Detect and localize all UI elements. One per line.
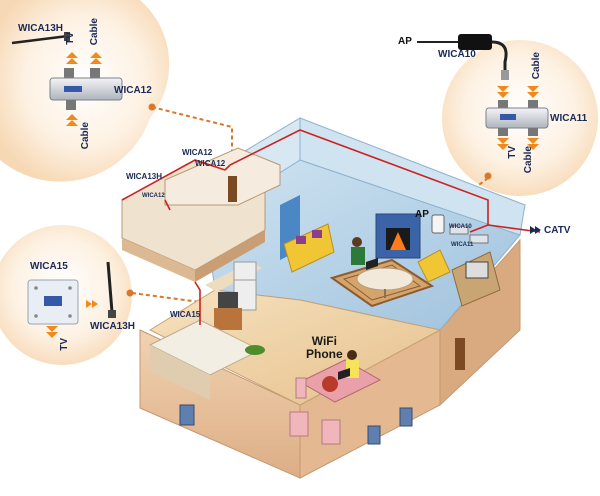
sofa-icon — [283, 223, 335, 273]
person-icon — [351, 237, 365, 265]
splitter-label: WICA11 — [550, 113, 588, 124]
tv-label: TV — [65, 32, 76, 45]
wallplate-icon — [27, 279, 79, 325]
device-label: WICA10 — [449, 224, 472, 230]
access-point-icon — [417, 34, 509, 80]
ap-label: AP — [398, 36, 412, 47]
device-label: WICA15 — [170, 310, 201, 319]
ap-label: AP — [415, 209, 429, 220]
door-icon — [228, 176, 465, 370]
tv-label: TV — [507, 146, 518, 159]
fireplace-icon — [375, 213, 421, 259]
splitter-icon — [485, 100, 549, 136]
device-label: WICA11 — [451, 242, 474, 248]
splitter-icon — [49, 68, 123, 110]
arrow-icon — [530, 226, 541, 234]
bowl-icon — [245, 345, 265, 355]
arrow-icon — [66, 52, 102, 126]
device-label: WICA12 — [142, 193, 165, 199]
antenna-icon — [106, 261, 116, 318]
adapter-label: WICA10 — [438, 49, 476, 60]
fridge-icon — [233, 261, 257, 311]
table-icon — [356, 267, 414, 298]
access-point-icon — [431, 214, 445, 234]
leader-dot — [484, 172, 492, 180]
splitter-label: WICA12 — [114, 85, 152, 96]
sofa-icon — [417, 249, 451, 283]
leader-dot — [126, 289, 134, 297]
laptop-icon — [338, 368, 350, 380]
phone-line: Phone — [306, 346, 343, 361]
wifi-phone-label: WiFi Phone — [306, 335, 343, 360]
tv-icon — [451, 251, 501, 307]
laptop-icon — [366, 258, 378, 270]
antenna-icon — [11, 32, 70, 45]
wifi-line: WiFi — [311, 334, 337, 348]
device-label: WICA13H — [126, 172, 163, 181]
window-icon — [179, 404, 413, 445]
cable-run — [121, 129, 541, 325]
splitter-icon — [449, 225, 489, 244]
leader-lines — [131, 106, 489, 303]
tv-label: TV — [59, 338, 70, 351]
wallplate-label: WICA15 — [30, 261, 68, 272]
catv-label: CATV — [544, 225, 571, 236]
cable-label: Cable — [89, 18, 100, 46]
device-label: WICA12 — [182, 148, 213, 157]
cable-label: Cable — [80, 122, 91, 150]
cable-label: Cable — [531, 52, 542, 80]
leader-dot — [148, 103, 156, 111]
antenna-label: WICA13H — [90, 321, 136, 332]
table-icon — [298, 359, 382, 403]
tv-icon — [214, 292, 242, 330]
chairs — [289, 377, 341, 445]
device-label: WICA12 — [195, 159, 226, 168]
arrow-icon — [497, 86, 539, 150]
antenna-label: WICA13H — [18, 23, 64, 34]
arrow-icon — [46, 300, 98, 338]
cable-label: Cable — [523, 146, 534, 174]
